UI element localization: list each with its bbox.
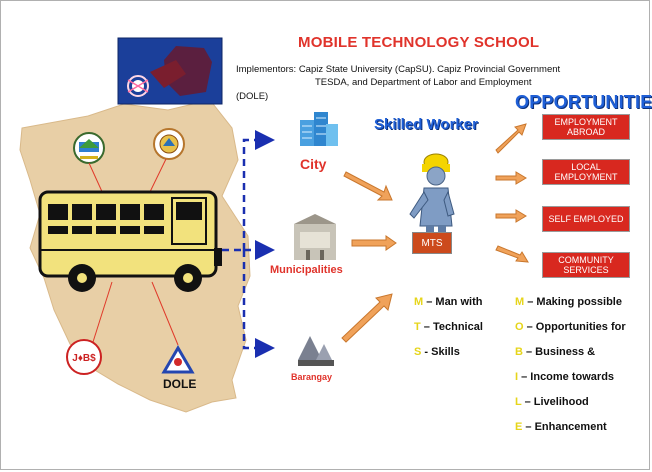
school-bus <box>38 190 222 292</box>
jobs-logo: J♦B$ <box>66 339 102 375</box>
barangay-icon <box>298 336 334 366</box>
dole-logo-label: DOLE <box>163 377 197 391</box>
implementors-line-1: Implementors: Capiz State University (Ca… <box>236 64 561 75</box>
mts-acronym-m: M – Man with <box>414 296 483 308</box>
city-label: City <box>300 156 327 172</box>
province-seal <box>153 128 185 160</box>
city-icon <box>300 112 338 146</box>
mobile-acronym-o: O – Opportunities for <box>515 321 626 333</box>
mobile-acronym-l: L – Livelihood <box>515 396 589 408</box>
mobile-acronym-m: M – Making possible <box>515 296 622 308</box>
mts-box: MTS <box>412 232 452 254</box>
orange-arrows <box>341 171 397 343</box>
municipalities-icon <box>294 214 336 260</box>
implementors-line-2: TESDA, and Department of Labor and Emplo… <box>315 77 532 88</box>
implementors-text: Implementors: Capiz State University (Ca… <box>236 63 626 89</box>
capsu-seal <box>73 132 105 164</box>
mobile-acronym-i: I – Income towards <box>515 371 615 383</box>
mobile-acronym-e: E – Enhancement <box>515 421 607 433</box>
opportunity-box-abroad: EMPLOYMENT ABROAD <box>542 114 630 140</box>
skilled-worker-label: Skilled Worker <box>374 116 478 133</box>
opportunity-box-self: SELF EMPLOYED <box>542 206 630 232</box>
mts-acronym-s: S - Skills <box>414 346 460 358</box>
opportunity-box-local: LOCAL EMPLOYMENT <box>542 159 630 185</box>
mts-acronym-t: T – Technical <box>414 321 483 333</box>
municipalities-label: Municipalities <box>270 264 343 276</box>
opportunities-heading: OPPORTUNITIES <box>515 92 652 112</box>
dole-logo-icon <box>161 345 195 374</box>
opportunity-box-community: COMMUNITY SERVICES <box>542 252 630 278</box>
barangay-label: Barangay <box>291 372 333 382</box>
svg-text:J♦B$: J♦B$ <box>72 353 96 364</box>
skilled-worker-figure <box>409 153 455 236</box>
opportunity-arrows <box>495 123 529 263</box>
page-title: MOBILE TECHNOLOGY SCHOOL <box>298 34 540 51</box>
mobile-acronym-b: B – Business & <box>515 346 596 358</box>
welder-image <box>117 37 223 105</box>
branch-arrows <box>222 130 275 358</box>
implementors-line-3: (DOLE) <box>236 91 269 102</box>
